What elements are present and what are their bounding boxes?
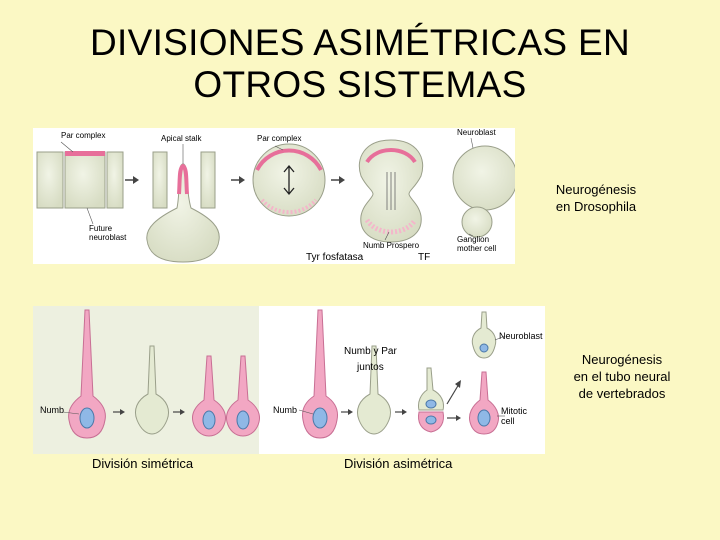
annotation-numb-par: Numb y Par juntos [344,344,397,376]
neural-tube-illustration [33,306,545,454]
title-line-1: DIVISIONES ASIMÉTRICAS EN [0,22,720,64]
drosophila-figure: Par complex Apical stalk Par complex Neu… [33,128,515,264]
label-neuroblast-vertebrate: Neuroblast [499,331,543,341]
label-par-complex-1: Par complex [61,131,105,140]
label-numb-prospero: Numb Prospero [363,241,419,250]
label-ganglion-mother-cell: Ganglion mother cell [457,235,496,253]
neuroblast-stage [253,144,325,216]
title-line-2: OTROS SISTEMAS [0,64,720,106]
label-mitotic-cell: Mitotic cell [501,406,527,426]
label-par-complex-2: Par complex [257,134,301,143]
caption-symmetric-division: División simétrica [92,456,193,472]
neural-tube-figure: Numb Numb Neuroblast Mitotic cell [33,306,545,454]
caption-asymmetric-division: División asimétrica [344,456,452,472]
label-numb-right: Numb [273,405,297,415]
par-complex-crescent [65,151,105,156]
label-apical-stalk: Apical stalk [161,134,201,143]
epithelium-stage [37,151,123,208]
label-future-neuroblast: Future neuroblast [89,224,126,242]
caption-tyr-fosfatasa: Tyr fosfatasa [306,250,363,266]
delaminating-neuroblast [147,152,219,262]
dividing-neuroblast [359,140,422,242]
label-neuroblast: Neuroblast [457,128,496,137]
page-title: DIVISIONES ASIMÉTRICAS EN OTROS SISTEMAS [0,22,720,106]
label-numb-left: Numb [40,405,64,415]
drosophila-illustration [33,128,515,264]
label-neurogenesis-neural-tube: Neurogénesis en el tubo neural de verteb… [554,351,690,402]
neuroblast-and-gmc [453,146,515,237]
caption-tf: TF [418,250,430,266]
label-neurogenesis-drosophila: Neurogénesis en Drosophila [530,181,662,215]
